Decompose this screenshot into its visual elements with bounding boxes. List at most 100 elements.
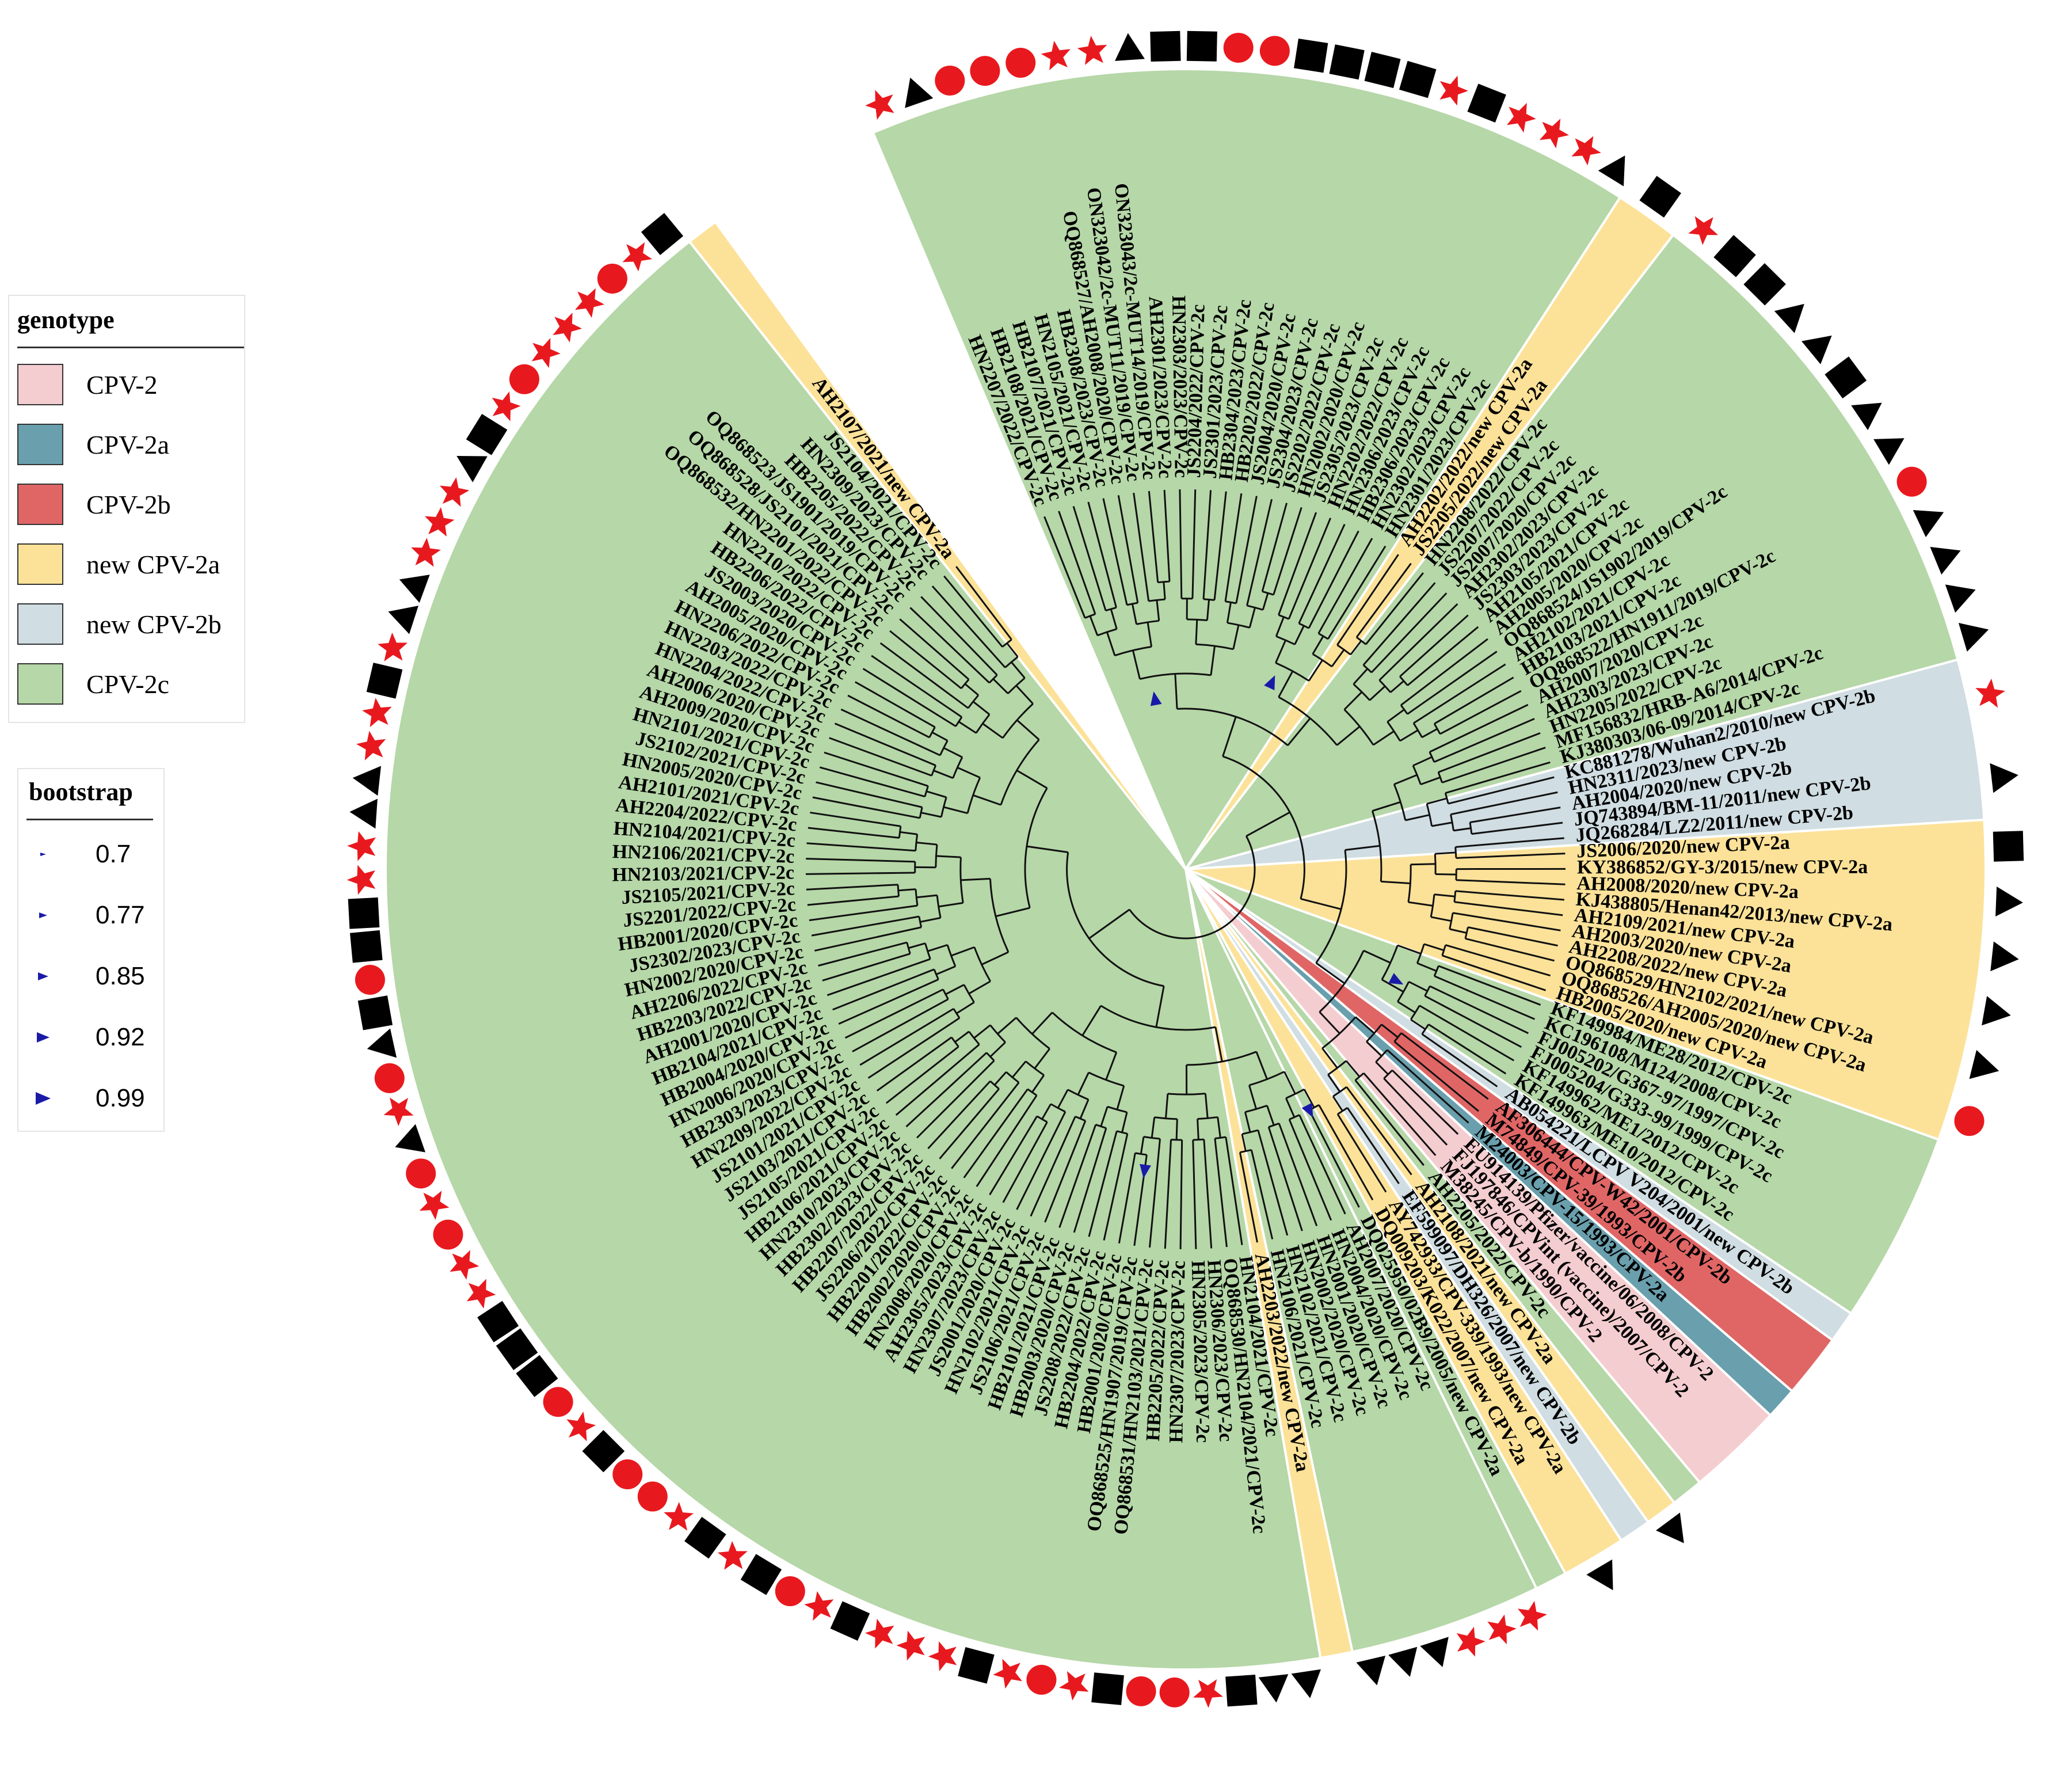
- inner-branch: [926, 790, 947, 798]
- inner-branch: [886, 823, 901, 827]
- leaf-branch: [895, 1055, 967, 1116]
- genotype-sector: [1185, 658, 1986, 870]
- clade-arc: [975, 714, 991, 734]
- leaf-branch: [1473, 880, 1566, 885]
- leaf-branch: [951, 1096, 1009, 1169]
- legend-item-new-cpv-2b: new CPV-2b: [17, 603, 222, 645]
- square-marker: [1639, 176, 1681, 218]
- clade-arc: [955, 716, 963, 727]
- square-marker: [516, 1355, 558, 1397]
- clade-arc: [898, 826, 902, 838]
- clade-arc: [953, 1008, 961, 1019]
- triangle-marker: [1873, 438, 1905, 465]
- bootstrap-triangle-icon: [26, 1087, 61, 1110]
- legend-label-cpv-2b: CPV-2b: [86, 489, 171, 519]
- swatch-cpv-2a: [17, 424, 63, 465]
- clade-arc: [1050, 1103, 1066, 1113]
- circle-marker: [935, 65, 965, 96]
- inner-branch: [1110, 608, 1118, 630]
- inner-branch: [931, 731, 948, 741]
- inner-branch: [1336, 725, 1361, 746]
- circle-marker: [543, 1387, 573, 1417]
- bootstrap-label: 0.85: [96, 962, 145, 990]
- inner-branch: [1471, 831, 1487, 835]
- inner-branch: [916, 841, 938, 846]
- inner-branch: [1387, 709, 1405, 723]
- leaf-branch: [1445, 703, 1529, 746]
- star-marker: [993, 1659, 1022, 1689]
- leaf-branch: [1410, 614, 1469, 668]
- inner-branch: [957, 766, 981, 779]
- square-marker: [1399, 60, 1437, 98]
- leaf-branch: [1016, 1127, 1058, 1210]
- square-marker: [1825, 356, 1867, 399]
- triangle-marker: [1851, 402, 1882, 431]
- clade-arc: [1268, 1123, 1279, 1128]
- inner-branch: [951, 946, 975, 957]
- legend-item-cpv-2b: CPV-2b: [17, 484, 171, 525]
- inner-branch: [1411, 863, 1436, 866]
- leaf-branch: [1316, 1125, 1360, 1208]
- leaf-branch: [1305, 523, 1346, 608]
- inner-branch: [1319, 1011, 1340, 1034]
- square-marker: [684, 1516, 726, 1559]
- leaf-branch: [920, 596, 986, 663]
- circle-marker: [1896, 466, 1927, 497]
- inner-branch: [921, 719, 936, 728]
- clade-arc: [919, 807, 923, 819]
- leaf-branch: [1472, 837, 1564, 847]
- clade-arc: [967, 694, 980, 709]
- leaf-branch: [927, 1091, 981, 1150]
- genotype-sectors: [384, 68, 1987, 1671]
- inner-branch: [1156, 600, 1160, 621]
- circle-marker: [612, 1459, 643, 1490]
- inner-branch: [1393, 774, 1418, 785]
- leaf-branch: [1294, 518, 1332, 603]
- inner-branch: [911, 779, 928, 787]
- inner-branch: [1400, 694, 1416, 706]
- inner-branch: [1225, 1136, 1229, 1155]
- leaf-branch: [1179, 1157, 1183, 1249]
- clade-arc: [1441, 945, 1446, 956]
- tip-label: JS2204/2022/CPV-2c: [1183, 304, 1209, 478]
- inner-branch: [915, 769, 932, 777]
- leaf-branch: [1241, 1166, 1258, 1243]
- inner-branch: [938, 902, 963, 908]
- clade-arc: [939, 740, 949, 756]
- leaf-branch: [876, 1045, 940, 1091]
- leaf-branch: [1044, 1136, 1080, 1223]
- legend-label-new-cpv-2b: new CPV-2b: [86, 609, 222, 639]
- leaf-branch: [1414, 638, 1488, 695]
- star-marker: [346, 865, 376, 895]
- genotype-sector: [688, 220, 1187, 870]
- star-marker: [362, 698, 392, 728]
- inner-branch: [1261, 577, 1267, 592]
- inner-branch: [1336, 630, 1348, 646]
- triangle-marker: [1801, 335, 1832, 364]
- star-marker: [1041, 40, 1071, 71]
- star-marker: [450, 1250, 479, 1280]
- leaf-branch: [905, 1064, 974, 1128]
- leaf-branch: [1458, 747, 1546, 778]
- inner-branch: [1239, 1152, 1244, 1167]
- inner-branch: [916, 730, 930, 739]
- inner-branch: [1235, 585, 1241, 604]
- inner-branch: [1250, 1150, 1256, 1165]
- inner-branch: [1346, 1086, 1358, 1102]
- leaf-branch: [1434, 1013, 1515, 1062]
- inner-branch: [920, 916, 941, 923]
- inner-branch: [1344, 845, 1380, 851]
- leaf-branch: [989, 1128, 1030, 1196]
- square-marker: [1294, 39, 1328, 73]
- inner-branch: [1287, 717, 1311, 746]
- clade-arc: [1036, 1115, 1048, 1123]
- inner-branch: [1226, 602, 1232, 623]
- inner-branch: [1206, 599, 1210, 621]
- leaf-branch: [1482, 929, 1558, 947]
- inner-branch: [1399, 729, 1419, 742]
- inner-branch: [897, 860, 915, 863]
- leaf-branch: [834, 722, 920, 760]
- inner-branch: [1345, 1060, 1361, 1078]
- clade-arc: [1157, 580, 1170, 584]
- leaf-branch: [824, 751, 912, 782]
